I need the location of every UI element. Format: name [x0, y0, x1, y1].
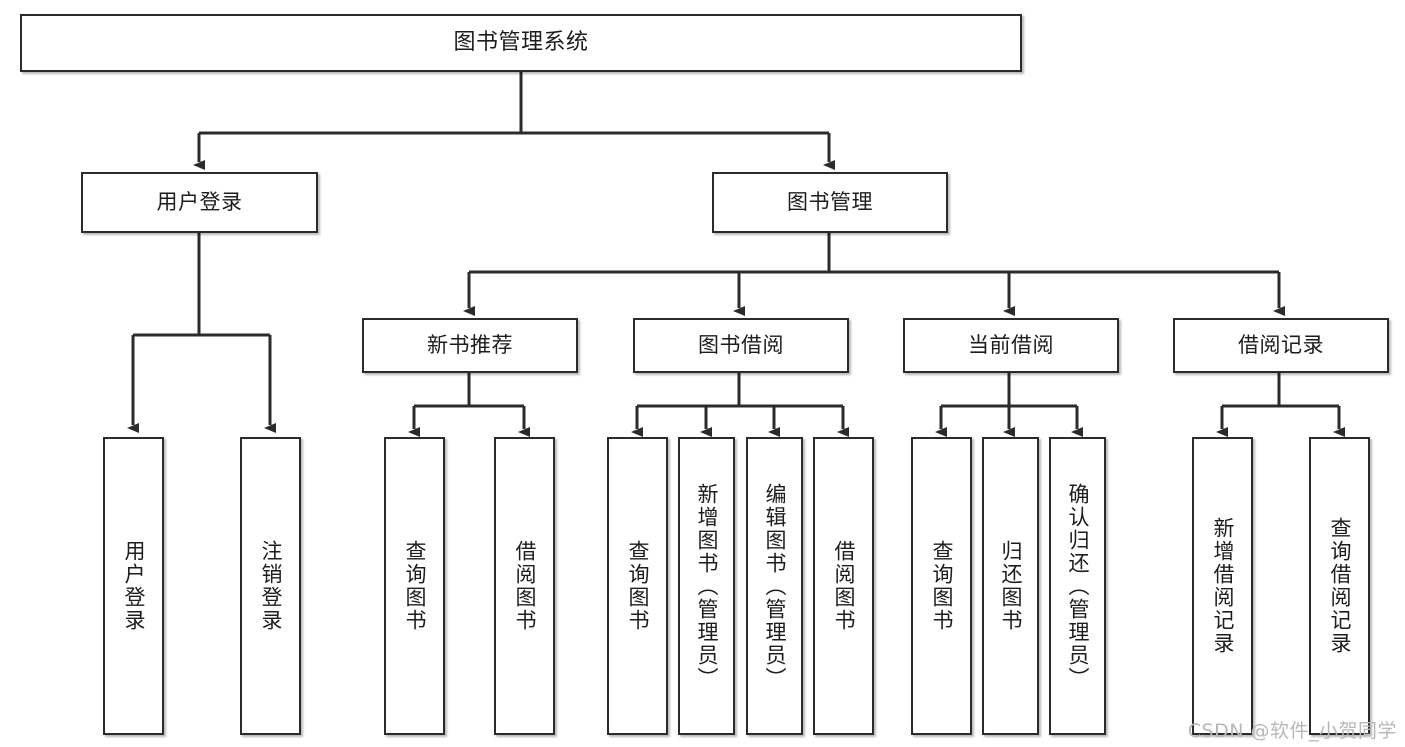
node-user-login[interactable]: 用户登录 — [81, 172, 318, 233]
node-leaf-query-book-newbook[interactable]: 查询图书 — [384, 437, 445, 735]
node-borrow-record[interactable]: 借阅记录 — [1173, 318, 1389, 373]
node-label: 查询图书 — [929, 540, 954, 632]
node-leaf-query-book-borrow[interactable]: 查询图书 — [607, 437, 668, 735]
node-leaf-confirm-return-admin[interactable]: 确认归还（管理员） — [1049, 437, 1106, 735]
node-label: 用户登录 — [156, 190, 243, 215]
node-book-borrow[interactable]: 图书借阅 — [633, 318, 849, 373]
node-label: 借阅图书 — [512, 540, 537, 632]
node-leaf-user-login[interactable]: 用户登录 — [103, 437, 164, 735]
node-label: 图书管理系统 — [453, 30, 589, 56]
node-leaf-query-book-current[interactable]: 查询图书 — [911, 437, 972, 735]
node-label: 新增图书（管理员） — [694, 482, 719, 690]
node-label: 查询图书 — [625, 540, 650, 632]
node-leaf-edit-book-admin[interactable]: 编辑图书（管理员） — [746, 437, 803, 735]
node-label: 借阅记录 — [1238, 333, 1324, 358]
node-label: 注销登录 — [258, 540, 283, 632]
node-label: 查询图书 — [402, 540, 427, 632]
node-label: 查询借阅记录 — [1327, 517, 1352, 655]
node-leaf-return-book[interactable]: 归还图书 — [982, 437, 1039, 735]
node-leaf-borrow-book[interactable]: 借阅图书 — [813, 437, 874, 735]
node-leaf-borrow-book-newbook[interactable]: 借阅图书 — [494, 437, 555, 735]
node-root-system[interactable]: 图书管理系统 — [20, 14, 1022, 72]
node-label: 确认归还（管理员） — [1065, 482, 1090, 690]
node-label: 归还图书 — [998, 540, 1023, 632]
node-label: 图书借阅 — [698, 333, 784, 358]
node-label: 借阅图书 — [831, 540, 856, 632]
node-leaf-logout[interactable]: 注销登录 — [240, 437, 301, 735]
node-label: 用户登录 — [121, 540, 146, 632]
node-current-borrow[interactable]: 当前借阅 — [903, 318, 1119, 373]
node-label: 编辑图书（管理员） — [762, 482, 787, 690]
node-label: 当前借阅 — [968, 333, 1054, 358]
csdn-watermark: CSDN @软件_小贺同学 — [1187, 720, 1397, 742]
node-book-management[interactable]: 图书管理 — [712, 172, 948, 233]
node-label: 新增借阅记录 — [1210, 517, 1235, 655]
node-label: 图书管理 — [787, 190, 873, 215]
node-leaf-add-borrow-record[interactable]: 新增借阅记录 — [1192, 437, 1253, 735]
node-new-book-recommend[interactable]: 新书推荐 — [362, 318, 578, 373]
node-leaf-add-book-admin[interactable]: 新增图书（管理员） — [678, 437, 735, 735]
node-label: 新书推荐 — [427, 333, 513, 358]
node-leaf-query-borrow-record[interactable]: 查询借阅记录 — [1309, 437, 1370, 735]
